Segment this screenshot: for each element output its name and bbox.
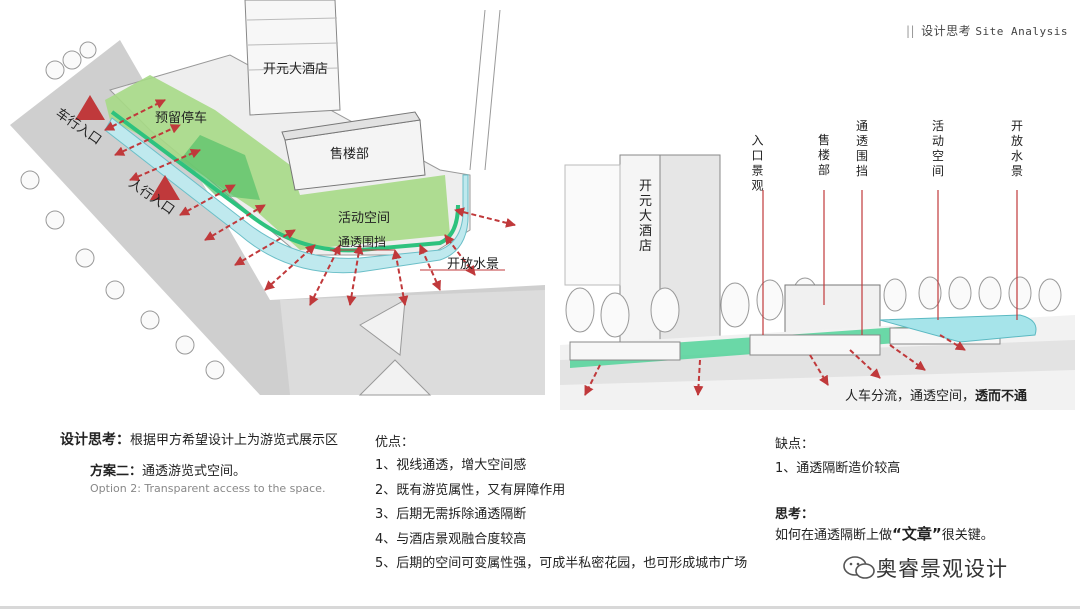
reflect-key: “文章” xyxy=(892,525,942,543)
persp-caption: 人车分流，通透空间，透而不通 xyxy=(845,388,1027,404)
roadside-trees xyxy=(20,41,225,380)
option-english: Option 2: Transparent access to the spac… xyxy=(90,482,326,495)
reflect-post: 很关键。 xyxy=(941,528,994,543)
pedestrian-entry-marker xyxy=(150,175,180,200)
cons-item: 1、通透隔断造价较高 xyxy=(775,461,901,476)
plan-hotel-label: 开元大酒店 xyxy=(263,62,328,77)
persp-hotel-label: 开元大酒店 xyxy=(639,179,652,254)
perspective-diagram: 入口景观 售楼部 通透围挡 活动空间 开放水景 开元大酒店 人车分流，通透空间，… xyxy=(560,119,1075,410)
wechat-icon xyxy=(843,556,875,579)
reflect-pre: 如何在通透隔断上做 xyxy=(775,528,893,543)
page-header: || 设计思考 Site Analysis xyxy=(906,22,1068,39)
cons-title: 缺点： xyxy=(775,437,815,452)
pros-item: 3、后期无需拆除通透隔断 xyxy=(375,507,527,522)
design-thinking-label: 设计思考： xyxy=(60,432,130,448)
option-label: 方案二： xyxy=(90,464,143,479)
perspective-flow-arrows xyxy=(584,334,966,396)
green-zone xyxy=(105,75,450,250)
watermark-text: 奥睿景观设计 xyxy=(876,557,1008,581)
plaza-area xyxy=(280,290,545,395)
persp-caption-normal: 人车分流，通透空间， xyxy=(845,388,975,404)
design-thinking-line: 设计思考：根据甲方希望设计上为游览式展示区 xyxy=(60,429,338,449)
plan-parking-label: 预留停车 xyxy=(155,110,207,126)
flow-arrows xyxy=(104,99,516,306)
vehicle-entry-marker xyxy=(75,95,105,120)
plan-fence-label: 通透围挡 xyxy=(338,235,386,249)
reflect-title: 思考： xyxy=(775,507,815,522)
pros-title: 优点： xyxy=(375,435,415,450)
traffic-island-1 xyxy=(359,299,406,356)
header-title: 设计思考 xyxy=(921,24,972,38)
watermark: 奥睿景观设计 xyxy=(842,553,1008,583)
pros-item: 5、后期的空间可变属性强，可成半私密花园，也可形成城市广场 xyxy=(375,556,748,571)
persp-label-fence: 通透围挡 xyxy=(856,119,868,178)
perspective-water xyxy=(879,314,1037,343)
pros-item: 2、既有游览属性，又有屏障作用 xyxy=(375,482,566,498)
plan-water-label: 开放水景 xyxy=(447,257,499,272)
persp-label-water: 开放水景 xyxy=(1011,119,1023,178)
pros-item: 1、视线通透，增大空间感 xyxy=(375,458,527,473)
header-subtitle: Site Analysis xyxy=(975,25,1068,38)
pros-item: 4、与酒店景观融合度较高 xyxy=(375,531,527,547)
traffic-island-2 xyxy=(358,359,432,396)
persp-label-sales: 售楼部 xyxy=(818,132,830,177)
header-divider: || xyxy=(905,24,916,38)
option-body: 通透游览式空间。 xyxy=(142,464,247,479)
design-thinking-body: 根据甲方希望设计上为游览式展示区 xyxy=(130,433,339,448)
pros-list: 1、视线通透，增大空间感 2、既有游览属性，又有屏障作用 3、后期无需拆除通透隔… xyxy=(375,454,747,577)
site-plan-diagram: 开元大酒店 预留停车 售楼部 车行入口 人行入口 活动空间 通透围挡 开放水景 xyxy=(10,0,545,396)
hotel-tower xyxy=(244,0,341,116)
option-line: 方案二：通透游览式空间。 xyxy=(90,460,246,479)
plan-activity-label: 活动空间 xyxy=(338,211,390,226)
bottom-divider xyxy=(0,606,1080,609)
plan-sales-label: 售楼部 xyxy=(330,146,369,162)
persp-label-entrance: 入口景观 xyxy=(750,134,764,191)
persp-caption-bold: 透而不通 xyxy=(975,388,1027,404)
reflect-line: 如何在通透隔断上做“文章”很关键。 xyxy=(775,523,994,544)
persp-label-activity: 活动空间 xyxy=(932,119,944,178)
